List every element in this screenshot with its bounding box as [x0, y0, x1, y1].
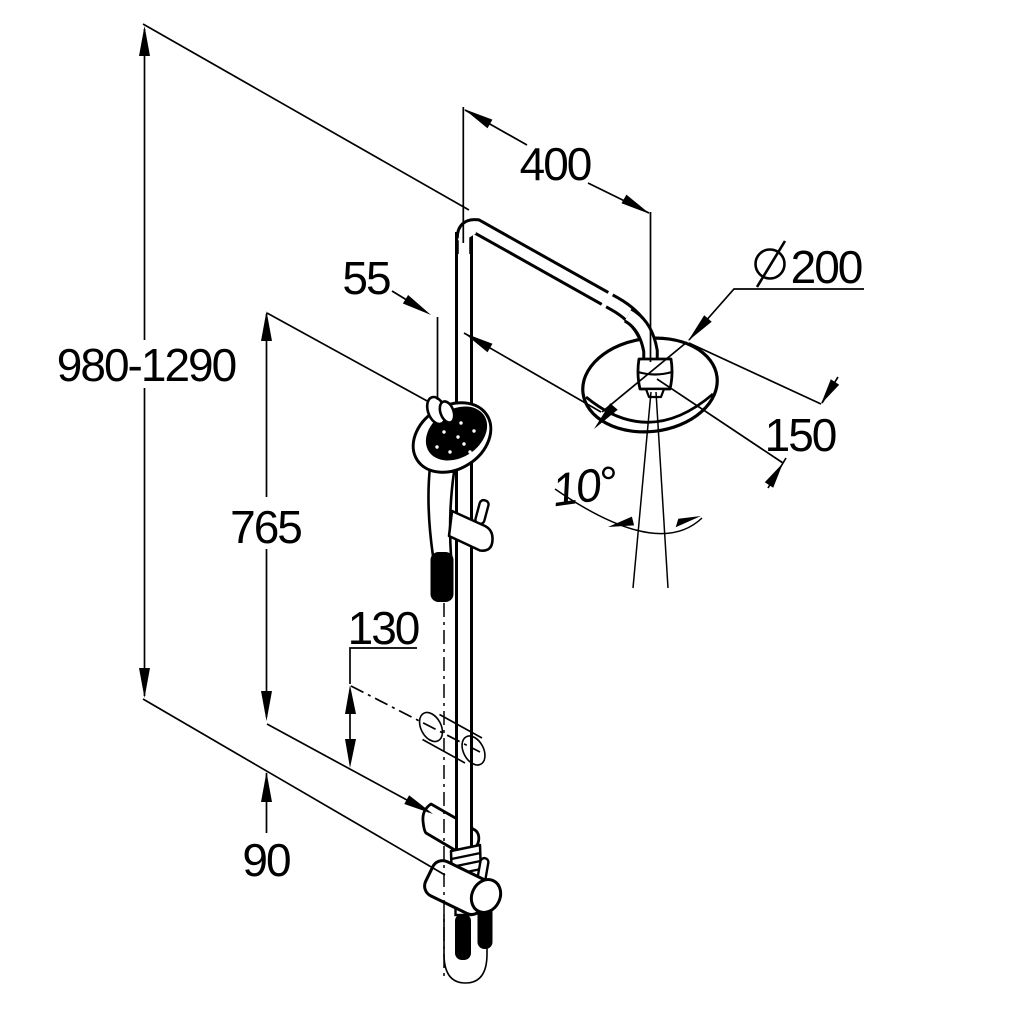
holder-knob-inner — [438, 400, 456, 424]
phantom-supply-cylinder — [418, 711, 486, 766]
dim-head-offset: 150 — [765, 409, 836, 461]
dimension-lines — [142, 23, 864, 876]
dim-height-range: 980-1290 — [57, 339, 236, 391]
dim-arm-projection: 400 — [520, 138, 591, 190]
diameter-icon — [754, 240, 787, 288]
dim-lower-offset: 90 — [242, 834, 290, 886]
wall-bracket-lower — [423, 859, 503, 917]
dim-spray-angle: 10° — [549, 456, 621, 517]
phantom-hose-loop — [443, 914, 488, 984]
dim-supply-offset: 130 — [348, 602, 419, 654]
dimension-arrowheads — [139, 26, 840, 814]
dim-holder-offset: 55 — [342, 252, 390, 304]
dim-rail-height: 765 — [230, 501, 301, 553]
rail-hook — [447, 509, 494, 552]
hand-shower-handle — [427, 465, 456, 558]
hand-shower — [411, 395, 494, 602]
riser-pipe — [455, 228, 473, 868]
hand-shower-hose-grip — [430, 552, 454, 602]
dim-head-diameter: 200 — [791, 241, 862, 293]
